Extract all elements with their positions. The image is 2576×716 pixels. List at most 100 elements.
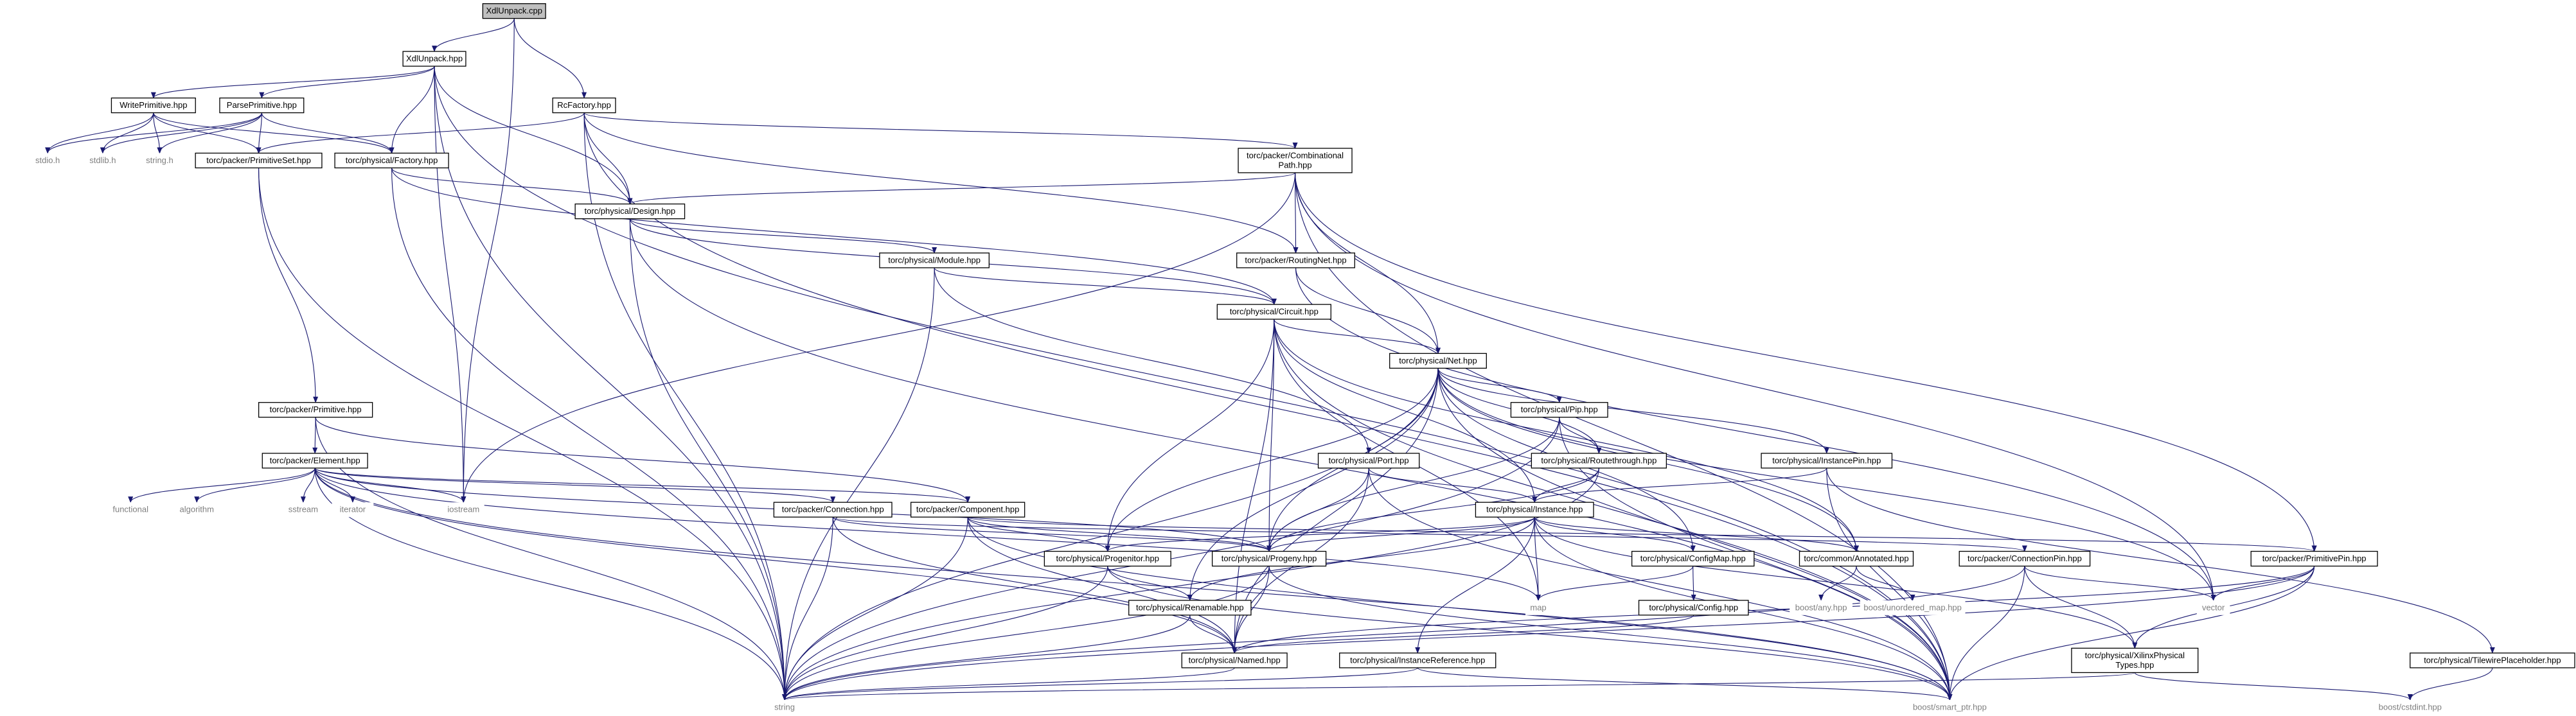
edge-path [1559,417,1953,701]
edge-path [1295,267,2216,601]
node-box [442,502,484,518]
edge-config-map-to-map [1536,566,1694,601]
node-functional: functional [105,502,156,518]
node-label: iostream [447,505,479,514]
node-label: algorithm [179,505,213,514]
node-module[interactable]: torc/physical/Module.hpp [879,252,990,268]
edge-path [1368,467,1953,701]
edge-path [1415,517,1535,654]
node-box [482,3,546,19]
edge-circuit-to-instance [1274,319,1538,503]
node-instance-reference[interactable]: torc/physical/InstanceReference.hpp [1339,652,1497,668]
edge-element-to-component [314,467,970,503]
edge-path [1818,566,1857,601]
node-box [1389,353,1487,369]
edge-element-to-algorithm [194,467,315,503]
node-connection-pin[interactable]: torc/packer/ConnectionPin.hpp [1959,550,2091,567]
node-renamable[interactable]: torc/physical/Renamable.hpp [1128,600,1252,616]
edge-path [1105,516,1535,552]
edge-write-primitive-to-factory [153,112,395,154]
node-label: boost/unordered_map.hpp [1863,602,1962,612]
node-routethrough[interactable]: torc/physical/Routethrough.hpp [1531,453,1667,469]
edge-path [1295,267,1441,354]
node-pip[interactable]: torc/physical/Pip.hpp [1510,402,1608,418]
node-rc-factory[interactable]: RcFactory.hpp [552,97,616,114]
edge-module-to-string [782,267,935,701]
edge-element-to-string [314,467,788,701]
edge-path [1105,319,1275,552]
edge-path [1295,172,1953,701]
node-progeny[interactable]: torc/physical/Progeny.hpp [1211,550,1327,567]
node-label: torc/physical/InstanceReference.hpp [1350,655,1485,665]
edge-instance-pin-to-instance [1532,467,1827,503]
node-box [1339,652,1497,668]
edge-path [461,18,515,503]
edge-parse-primitive-to-factory [261,112,395,154]
node-connection[interactable]: torc/packer/Connection.hpp [773,502,893,518]
edge-net-to-instance-pin [1437,368,1829,454]
node-label: stdlib.h [89,155,116,165]
node-annotated[interactable]: torc/common/Annotated.hpp [1799,550,1914,567]
edge-design-to-string [629,218,788,701]
node-parse-primitive[interactable]: ParsePrimitive.hpp [219,97,305,114]
node-label: torc/physical/ConfigMap.hpp [1640,554,1746,563]
node-instance-pin[interactable]: torc/physical/InstancePin.hpp [1761,453,1893,469]
edge-factory-to-design [391,168,633,205]
edge-path [782,566,1108,701]
edge-path [1187,368,1439,601]
node-iterator: iterator [332,502,374,518]
node-tilewire-placeholder[interactable]: torc/physical/TilewirePlaceholder.hpp [2410,652,2575,668]
edge-path [1268,566,1953,701]
node-routing-net[interactable]: torc/packer/RoutingNet.hpp [1236,252,1355,268]
edge-progenitor-to-smart-ptr [1107,566,1953,701]
edge-path [782,417,1560,701]
edge-primitive-pin-to-string [782,566,2315,701]
node-component[interactable]: torc/packer/Component.hpp [910,502,1026,518]
node-design[interactable]: torc/physical/Design.hpp [574,203,686,220]
edge-path [513,18,587,99]
node-primitive-set[interactable]: torc/packer/PrimitiveSet.hpp [195,152,323,169]
edge-path [1274,319,1441,354]
edge-primitive-pin-to-smart-ptr [1947,566,2315,701]
node-label: XdlUnpack.hpp [406,54,463,64]
node-factory[interactable]: torc/physical/Factory.hpp [334,152,449,169]
node-named[interactable]: torc/physical/Named.hpp [1181,652,1288,668]
edge-connection-to-string [782,517,833,701]
node-label: torc/packer/Component.hpp [916,505,1019,514]
edge-connection-pin-to-smart-ptr [1947,566,2025,701]
edge-primitive-to-string [315,417,788,701]
edge-path [2024,566,2216,601]
edge-path [1232,319,1275,654]
node-element[interactable]: torc/packer/Element.hpp [262,453,368,469]
node-label: torc/packer/PrimitiveSet.hpp [206,155,311,165]
node-config-map[interactable]: torc/physical/ConfigMap.hpp [1631,550,1755,567]
edge-path [934,267,1277,306]
node-progenitor[interactable]: torc/physical/Progenitor.hpp [1044,550,1171,567]
node-primitive[interactable]: torc/packer/Primitive.hpp [258,402,373,418]
node-cstdint: boost/cstdint.hpp [2370,700,2450,715]
edge-rc-factory-to-string [583,112,788,701]
node-port[interactable]: torc/physical/Port.hpp [1317,453,1420,469]
node-xdlunpack-hpp[interactable]: XdlUnpack.hpp [402,51,466,67]
edge-parse-primitive-to-stdio [45,112,262,154]
node-write-primitive[interactable]: WritePrimitive.hpp [111,97,196,114]
node-circuit[interactable]: torc/physical/Circuit.hpp [1216,304,1331,320]
node-box [173,502,220,518]
node-algorithm: algorithm [173,502,220,518]
node-primitive-pin[interactable]: torc/packer/PrimitivePin.hpp [2250,550,2378,567]
edge-circuit-to-progenitor [1105,319,1275,552]
node-net[interactable]: torc/physical/Net.hpp [1389,353,1487,369]
node-instance[interactable]: torc/physical/Instance.hpp [1475,502,1594,518]
edge-path [583,112,1953,701]
edge-primitive-to-component [315,417,970,503]
node-iostream: iostream [442,502,484,518]
edge-path [315,417,788,701]
edge-path [314,467,970,503]
node-config[interactable]: torc/physical/Config.hpp [1638,600,1749,616]
edge-path [629,218,788,701]
node-label: boost/any.hpp [1795,602,1847,612]
edge-path [1437,368,1562,403]
edge-xdlunpack-hpp-to-design [434,66,633,205]
